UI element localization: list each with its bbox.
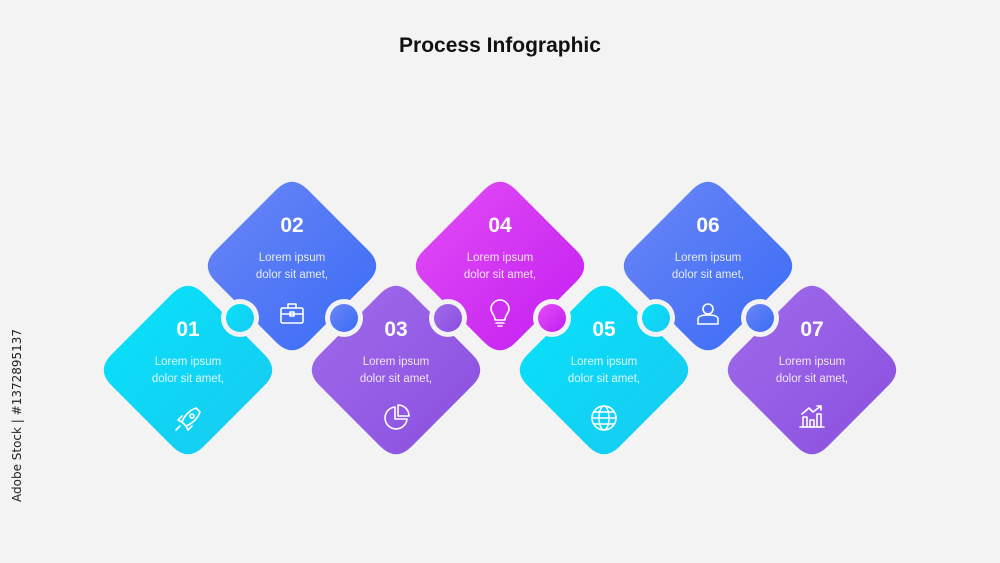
step-description-line1: Lorem ipsum <box>362 356 430 368</box>
step-number-05: 05 <box>592 318 616 341</box>
briefcase-icon <box>280 303 304 324</box>
step-description-line2: dolor sit amet, <box>255 269 329 281</box>
pie-chart-icon <box>384 404 410 430</box>
step-description: Lorem ipsum dolor sit amet, <box>435 250 565 284</box>
bar-chart-icon <box>799 405 825 428</box>
step-description-line2: dolor sit amet, <box>567 373 641 385</box>
step-description-line1: Lorem ipsum <box>674 252 742 264</box>
step-number-02: 02 <box>280 214 304 237</box>
step-description-line1: Lorem ipsum <box>154 356 222 368</box>
step-description-line2: dolor sit amet, <box>671 269 745 281</box>
step-description-line1: Lorem ipsum <box>570 356 638 368</box>
step-description-line1: Lorem ipsum <box>778 356 846 368</box>
step-number-06: 06 <box>696 214 720 237</box>
step-description: Lorem ipsum dolor sit amet, <box>539 354 669 388</box>
lightbulb-icon <box>490 299 510 327</box>
step-number-04: 04 <box>488 214 512 237</box>
step-number-07: 07 <box>800 318 824 341</box>
page-title: Process Infographic <box>399 34 601 57</box>
step-description-line2: dolor sit amet, <box>359 373 433 385</box>
connector-dot <box>226 304 254 332</box>
globe-icon <box>591 405 617 431</box>
connector-dot <box>746 304 774 332</box>
step-description: Lorem ipsum dolor sit amet, <box>747 354 877 388</box>
step-description: Lorem ipsum dolor sit amet, <box>643 250 773 284</box>
step-description-line1: Lorem ipsum <box>258 252 326 264</box>
step-description-line1: Lorem ipsum <box>466 252 534 264</box>
step-description: Lorem ipsum dolor sit amet, <box>123 354 253 388</box>
step-description-line2: dolor sit amet, <box>775 373 849 385</box>
step-description: Lorem ipsum dolor sit amet, <box>331 354 461 388</box>
connector-dot <box>642 304 670 332</box>
step-description-line2: dolor sit amet, <box>151 373 225 385</box>
step-description-line2: dolor sit amet, <box>463 269 537 281</box>
connector-dot <box>538 304 566 332</box>
step-number-03: 03 <box>384 318 408 341</box>
step-description: Lorem ipsum dolor sit amet, <box>227 250 357 284</box>
user-icon <box>697 303 719 325</box>
rocket-icon <box>175 407 201 431</box>
connector-dot <box>330 304 358 332</box>
step-number-01: 01 <box>176 318 200 341</box>
connector-dot <box>434 304 462 332</box>
